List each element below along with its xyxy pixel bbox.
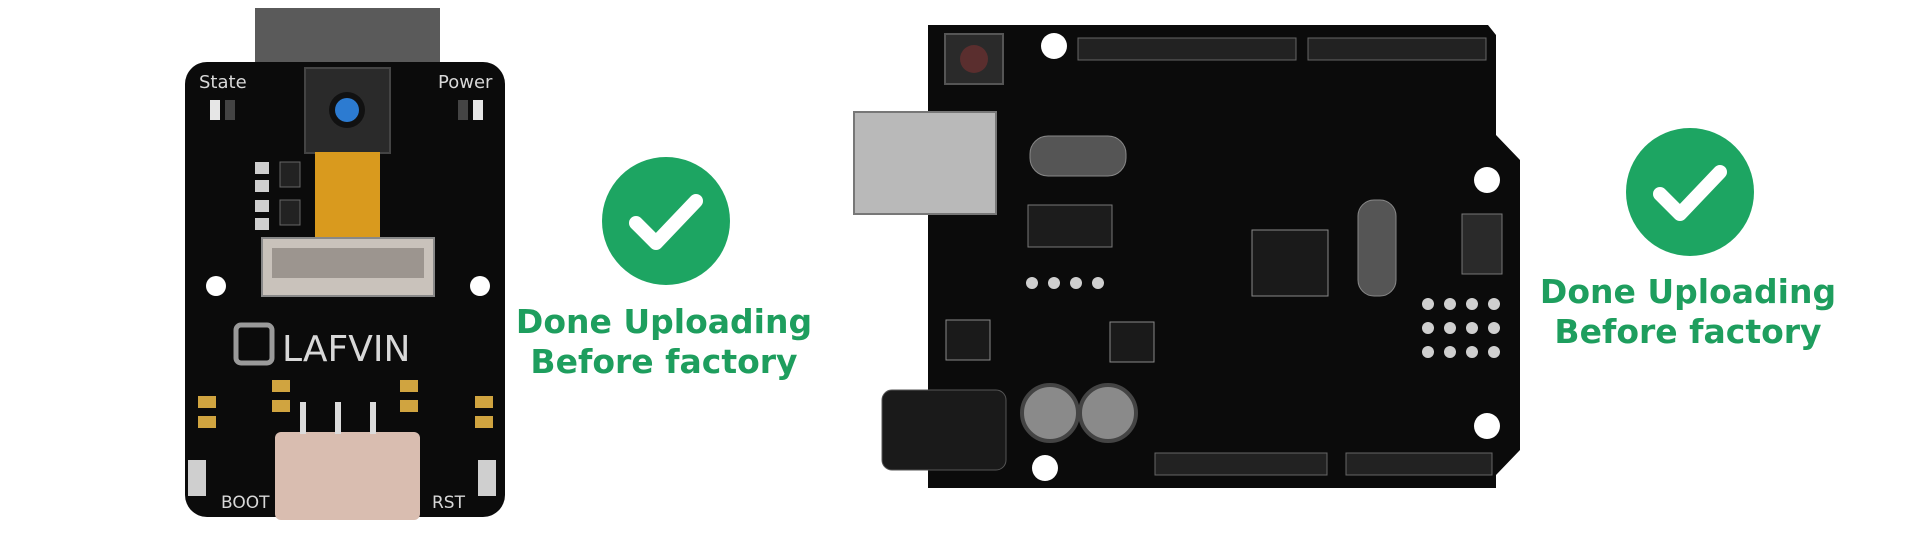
status-line-1: Done Uploading bbox=[1539, 272, 1837, 311]
label-rst: RST bbox=[432, 493, 466, 513]
status-line-2: Before factory bbox=[1554, 312, 1822, 351]
esp32-cam-board: LAFVIN State Power BOOT RST bbox=[185, 8, 505, 520]
label-power: Power bbox=[438, 72, 493, 93]
status-line-1: Done Uploading bbox=[515, 302, 813, 341]
status-line-2: Before factory bbox=[530, 342, 798, 381]
label-boot: BOOT bbox=[221, 493, 270, 513]
brand-logo: LAFVIN bbox=[282, 329, 410, 370]
status-caption-right: Done Uploading Before factory bbox=[1528, 272, 1848, 352]
status-caption-left: Done Uploading Before factory bbox=[504, 302, 824, 382]
label-state: State bbox=[199, 72, 247, 93]
check-circle-icon bbox=[1626, 128, 1754, 256]
check-circle-icon bbox=[602, 157, 730, 285]
